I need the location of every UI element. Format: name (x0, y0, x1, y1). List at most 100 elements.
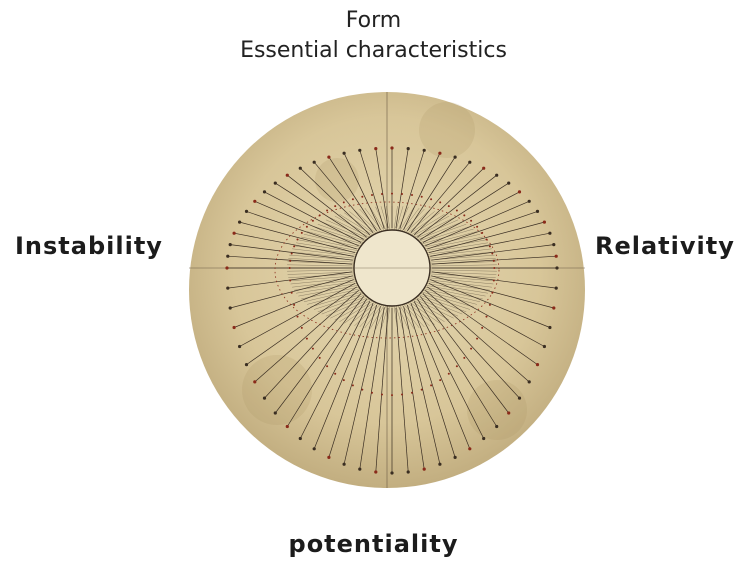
ray-mid-mark (456, 365, 458, 367)
ray-end-mark (374, 470, 377, 473)
ray-mid-mark (489, 304, 491, 306)
ray-end-mark (507, 411, 510, 414)
ray-mid-mark (411, 392, 413, 394)
ray-end-mark (253, 200, 256, 203)
ray-mid-mark (448, 205, 450, 207)
ray-mid-mark (463, 214, 465, 216)
label-relativity: Relativity (595, 232, 735, 260)
ray-end-mark (482, 437, 485, 440)
ray-end-mark (518, 397, 521, 400)
ray-end-mark (233, 326, 236, 329)
ray-end-mark (358, 149, 361, 152)
ray-end-mark (555, 266, 558, 269)
ray-mid-mark (439, 379, 441, 381)
ray-mid-mark (319, 357, 321, 359)
ray-end-mark (552, 243, 555, 246)
ray-end-mark (263, 397, 266, 400)
ray-mid-mark (326, 210, 328, 212)
ray-end-mark (438, 152, 441, 155)
ray-mid-mark (470, 220, 472, 222)
ray-end-mark (327, 156, 330, 159)
top-heading-essential-characteristics: Essential characteristics (0, 36, 747, 66)
ray-end-mark (438, 463, 441, 466)
ray-end-mark (543, 345, 546, 348)
ray-end-mark (313, 447, 316, 450)
circular-ray-diagram (187, 90, 587, 490)
ray-mid-mark (391, 394, 393, 396)
ray-mid-mark (343, 379, 345, 381)
ray-end-mark (226, 255, 229, 258)
label-instability: Instability (15, 232, 163, 260)
ray-mid-mark (411, 194, 413, 196)
ray-mid-mark (430, 384, 432, 386)
ray-mid-mark (486, 316, 488, 318)
ray-end-mark (518, 190, 521, 193)
ray-mid-mark (476, 338, 478, 340)
top-heading-form: Form (0, 6, 747, 36)
ray-mid-mark (334, 373, 336, 375)
ray-mid-mark (312, 348, 314, 350)
ray-end-mark (390, 146, 393, 149)
ray-end-mark (507, 182, 510, 185)
ray-end-mark (238, 345, 241, 348)
ray-mid-mark (291, 253, 293, 255)
ray-end-mark (454, 156, 457, 159)
ray-end-mark (482, 167, 485, 170)
ray-end-mark (548, 326, 551, 329)
ray-end-mark (528, 380, 531, 383)
ray-mid-mark (421, 389, 423, 391)
top-heading: Form Essential characteristics (0, 6, 747, 66)
ray-end-mark (299, 437, 302, 440)
ray-mid-mark (476, 226, 478, 228)
ray-end-mark (225, 266, 228, 269)
ray-mid-mark (493, 280, 495, 282)
ray-mid-mark (381, 193, 383, 195)
ray-end-mark (536, 210, 539, 213)
parchment-stain (315, 158, 359, 202)
label-potentiality: potentiality (0, 530, 747, 558)
ray-mid-mark (291, 292, 293, 294)
ray-mid-mark (352, 384, 354, 386)
ray-end-mark (253, 380, 256, 383)
ray-end-mark (390, 471, 393, 474)
ray-end-mark (299, 167, 302, 170)
ray-end-mark (343, 463, 346, 466)
ray-mid-mark (293, 304, 295, 306)
ray-mid-mark (371, 392, 373, 394)
ray-mid-mark (493, 260, 495, 262)
ray-mid-mark (493, 267, 495, 269)
ray-end-mark (468, 447, 471, 450)
ray-mid-mark (371, 194, 373, 196)
ray-mid-mark (401, 193, 403, 195)
ray-end-mark (454, 456, 457, 459)
ray-mid-mark (297, 239, 299, 241)
ray-end-mark (407, 147, 410, 150)
ray-end-mark (263, 190, 266, 193)
ray-end-mark (327, 456, 330, 459)
ray-mid-mark (289, 280, 291, 282)
ray-end-mark (229, 243, 232, 246)
ray-end-mark (407, 470, 410, 473)
ray-end-mark (374, 147, 377, 150)
ray-mid-mark (448, 373, 450, 375)
ray-mid-mark (489, 245, 491, 247)
ray-mid-mark (470, 348, 472, 350)
ray-mid-mark (381, 394, 383, 396)
ray-mid-mark (289, 267, 291, 269)
ray-end-mark (245, 210, 248, 213)
ray-end-mark (274, 411, 277, 414)
ray-mid-mark (297, 316, 299, 318)
ray-mid-mark (334, 205, 336, 207)
ray-mid-mark (293, 245, 295, 247)
ray-end-mark (274, 182, 277, 185)
ray-mid-mark (301, 327, 303, 329)
ray-end-mark (358, 468, 361, 471)
ray-end-mark (495, 425, 498, 428)
ray-mid-mark (289, 260, 291, 262)
ray-end-mark (528, 200, 531, 203)
ray-mid-mark (306, 338, 308, 340)
ray-mid-mark (491, 253, 493, 255)
ray-end-mark (495, 174, 498, 177)
ray-end-mark (245, 363, 248, 366)
ray-end-mark (313, 161, 316, 164)
